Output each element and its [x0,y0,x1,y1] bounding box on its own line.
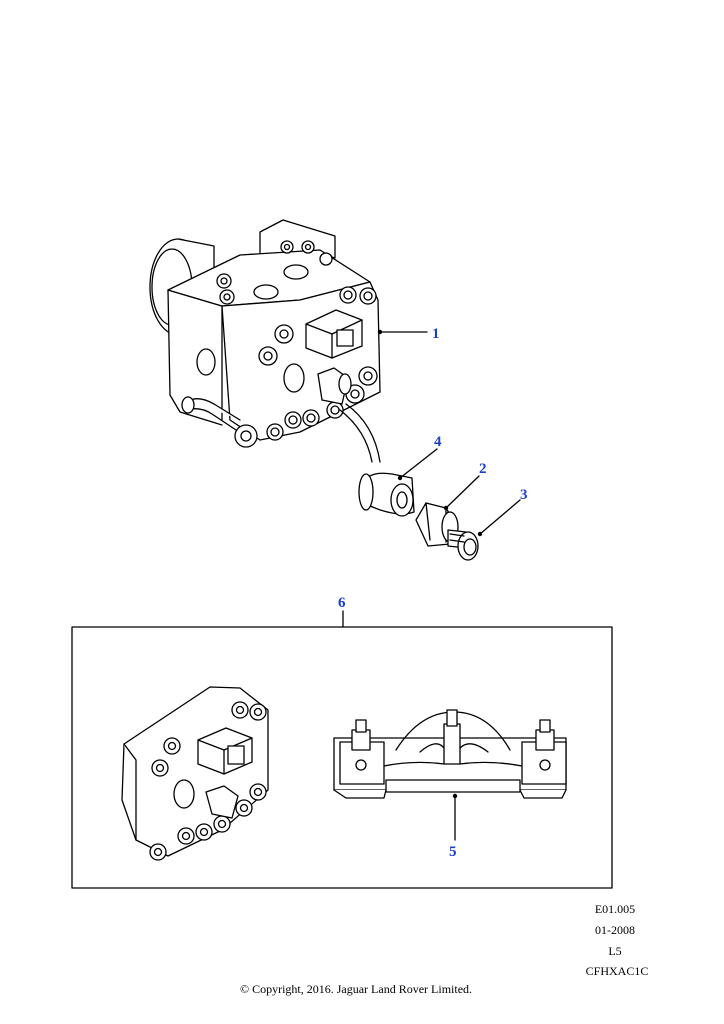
abs-modulator-unit [149,219,381,463]
drawing-date: 01-2008 [595,923,635,937]
drawing-code: E01.005 [594,902,636,916]
copyright-notice: © Copyright, 2016. Jaguar Land Rover Lim… [239,982,473,996]
bolt-part-3 [447,529,479,561]
inset-frame [71,626,613,889]
inset-ecu-block [121,686,269,861]
callout-1: 1 [432,326,440,342]
inset-valve-manifold [333,709,567,799]
callout-3: 3 [520,487,528,503]
sleeve-part-4 [358,472,415,517]
callout-6: 6 [338,595,346,611]
callout-4: 4 [434,434,442,450]
callout-5: 5 [449,844,457,860]
drawing-ref: CFHXAC1C [585,964,649,978]
leader-dots [377,329,483,799]
drawing-level: L5 [608,944,622,958]
callout-2: 2 [479,461,487,477]
leader-lines [342,331,521,841]
